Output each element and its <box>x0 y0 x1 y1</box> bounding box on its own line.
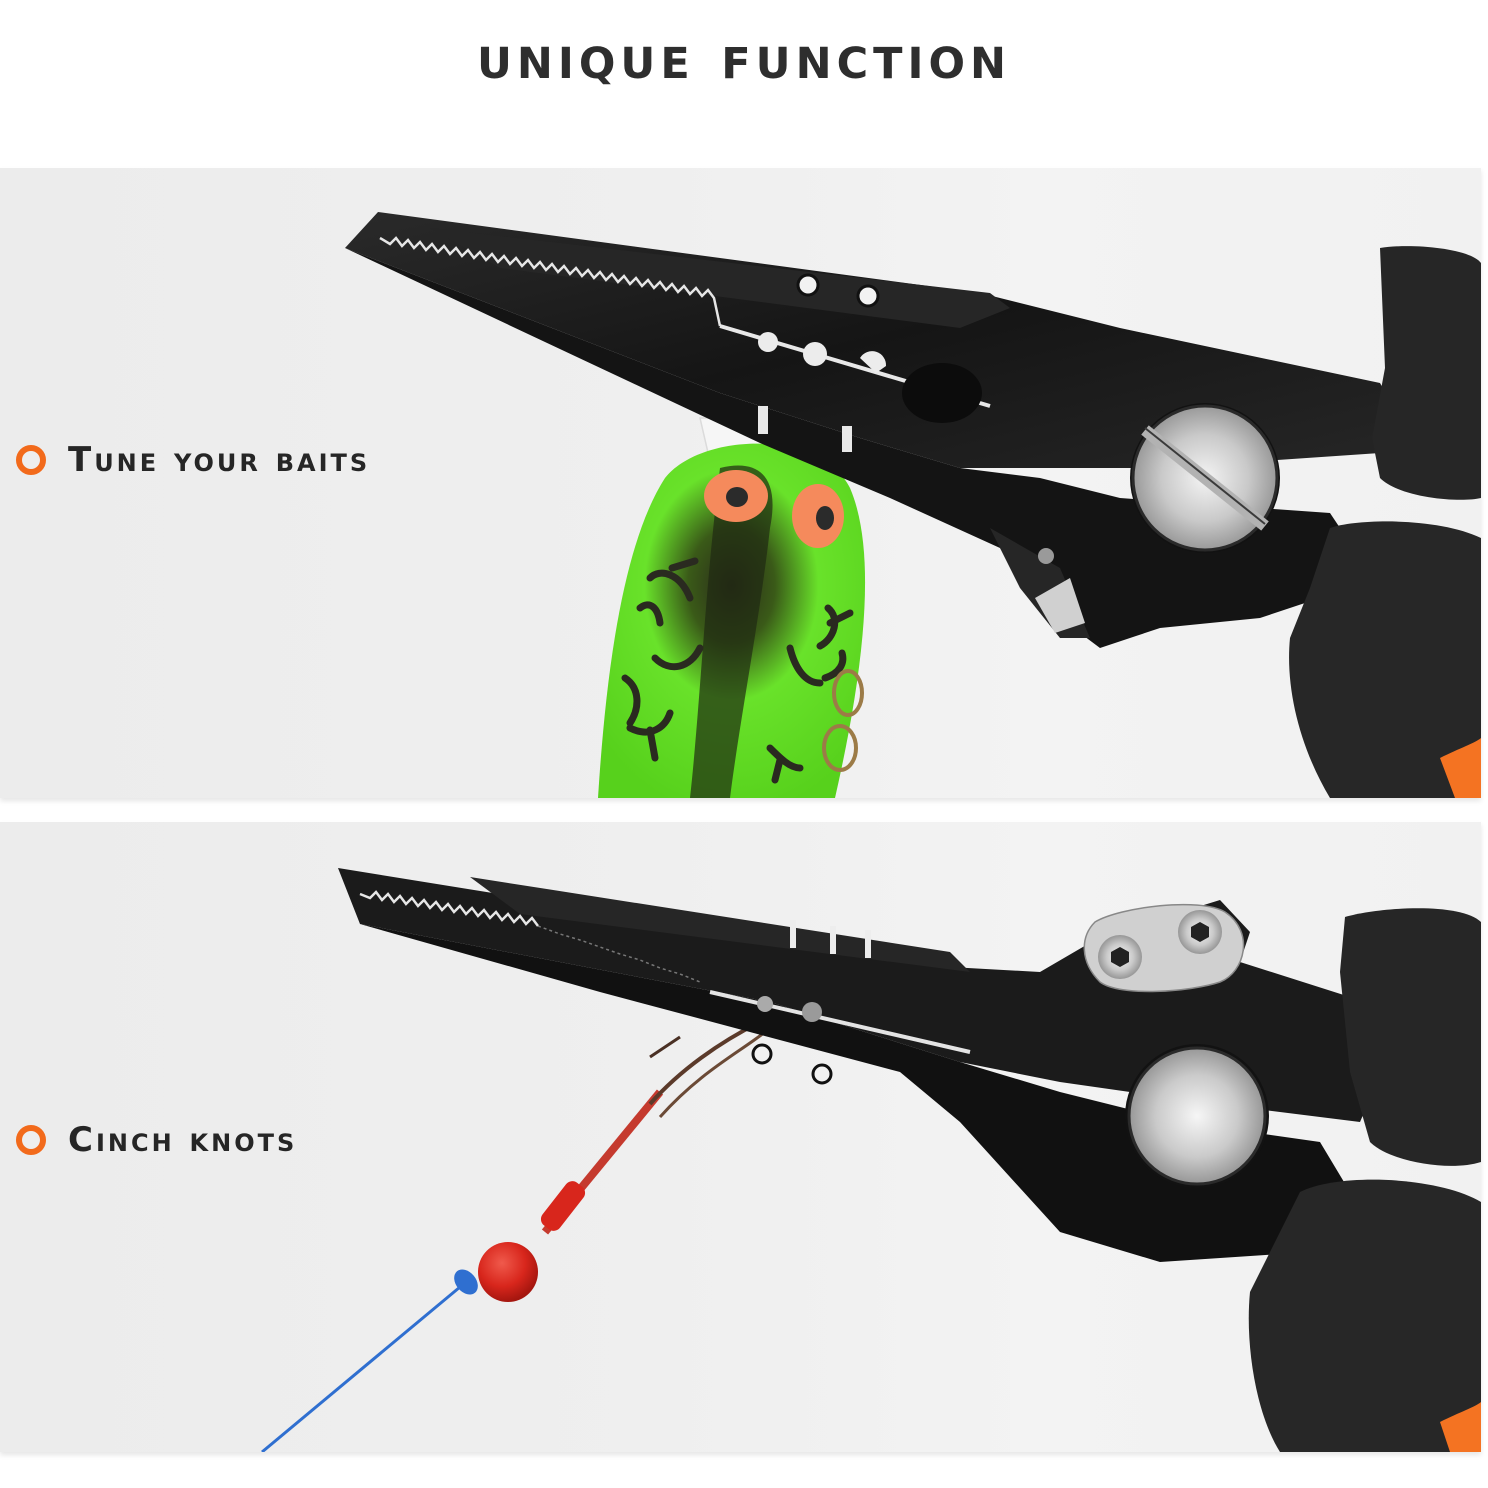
feature-label-text: Tune your baits <box>68 440 371 480</box>
pivot-screw-icon <box>1130 403 1280 553</box>
pliers-icon <box>345 212 1481 798</box>
feature-label-cinch-knots: Cinch knots <box>16 1120 297 1160</box>
orange-ring-bullet-icon <box>16 1125 46 1155</box>
feature-panel-tune-baits: Tune your baits <box>0 168 1481 798</box>
pliers-with-lure-illustration <box>345 212 1481 798</box>
fishing-line-icon <box>261 1269 478 1452</box>
page-title: Unique Function <box>476 20 1012 93</box>
feature-label-text: Cinch knots <box>68 1120 298 1160</box>
feature-label-tune-baits: Tune your baits <box>16 440 370 480</box>
orange-ring-bullet-icon <box>16 445 46 475</box>
crankbait-lure-icon <box>598 411 866 798</box>
pliers-with-jig-illustration <box>261 868 1481 1452</box>
pliers-icon <box>338 868 1481 1452</box>
jig-hook-icon <box>478 1020 766 1302</box>
feature-panel-cinch-knots: Cinch knots <box>0 822 1481 1452</box>
pivot-screw-icon <box>1125 1044 1269 1188</box>
hex-screw-plate-icon <box>1083 903 1245 993</box>
